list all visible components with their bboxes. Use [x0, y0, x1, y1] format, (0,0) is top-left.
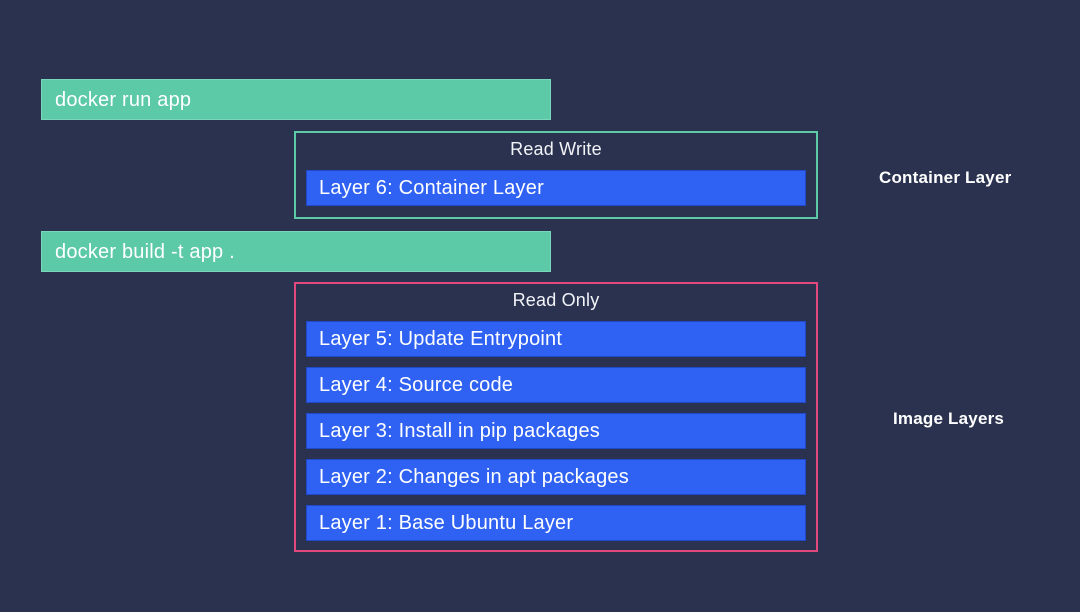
group-box-read-only: Read Only Layer 5: Update Entrypoint Lay… [294, 282, 818, 552]
layer-label-5: Layer 5: Update Entrypoint [319, 328, 563, 350]
group-box-read-write: Read Write Layer 6: Container Layer [294, 131, 818, 219]
layer-bar-2: Layer 2: Changes in apt packages [306, 459, 806, 495]
layer-label-6: Layer 6: Container Layer [319, 177, 544, 199]
layer-label-2: Layer 2: Changes in apt packages [319, 466, 629, 488]
layer-stack-read-write: Layer 6: Container Layer [306, 170, 806, 206]
command-text-docker-run: docker run app [55, 88, 192, 111]
layer-label-4: Layer 4: Source code [319, 374, 514, 396]
command-bar-docker-run: docker run app [41, 79, 551, 120]
layer-bar-1: Layer 1: Base Ubuntu Layer [306, 505, 806, 541]
group-title-read-only: Read Only [512, 290, 600, 310]
layer-bar-3: Layer 3: Install in pip packages [306, 413, 806, 449]
command-bar-docker-build: docker build -t app . [41, 231, 551, 272]
side-label-container-layer: Container Layer [879, 168, 1012, 187]
command-text-docker-build: docker build -t app . [55, 240, 235, 263]
layer-label-1: Layer 1: Base Ubuntu Layer [319, 512, 574, 534]
side-label-image-layers: Image Layers [893, 409, 1005, 428]
layer-stack-read-only: Layer 5: Update Entrypoint Layer 4: Sour… [306, 321, 806, 541]
layer-bar-5: Layer 5: Update Entrypoint [306, 321, 806, 357]
layer-bar-4: Layer 4: Source code [306, 367, 806, 403]
group-title-read-write: Read Write [510, 139, 602, 159]
layer-bar-6: Layer 6: Container Layer [306, 170, 806, 206]
layer-label-3: Layer 3: Install in pip packages [319, 420, 601, 442]
